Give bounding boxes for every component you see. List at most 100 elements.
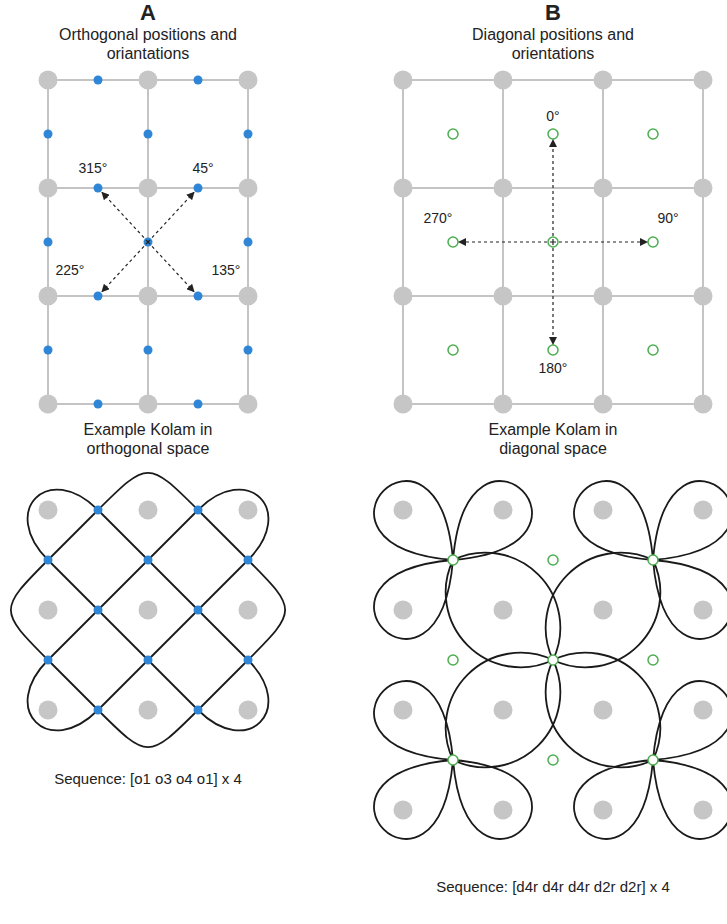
orthogonal-position — [194, 184, 203, 193]
pulli-dot — [594, 601, 613, 620]
diagonal-position — [648, 555, 658, 565]
diagonal-position — [548, 129, 558, 139]
pulli-dot — [694, 501, 713, 520]
grid-line — [403, 403, 703, 405]
pulli-dot — [394, 501, 413, 520]
pulli-dot — [239, 501, 258, 520]
orthogonal-position — [244, 130, 253, 139]
diagonal-position — [448, 555, 458, 565]
orthogonal-position — [94, 76, 103, 85]
pulli-dot — [239, 71, 258, 90]
panel-title: Diagonal positions and orientations — [468, 25, 638, 63]
example-caption: Example Kolam in orthogonal space — [63, 420, 233, 458]
pulli-dot — [594, 395, 613, 414]
pulli-dot — [139, 71, 158, 90]
orthogonal-position — [144, 346, 153, 355]
orientation-arrow — [552, 140, 553, 242]
pulli-dot — [594, 801, 613, 820]
pulli-dot — [494, 501, 513, 520]
pulli-dot — [239, 701, 258, 720]
pulli-dot — [39, 501, 58, 520]
kolam-line — [374, 481, 727, 839]
pulli-dot — [139, 601, 158, 620]
orientation-arrow — [148, 242, 194, 292]
sequence-label: Sequence: [d4r d4r d4r d2r d2r] x 4 — [436, 878, 669, 896]
angle-label: 315° — [79, 160, 108, 177]
orthogonal-position — [94, 400, 103, 409]
pulli-dot — [239, 601, 258, 620]
diagonal-position — [448, 345, 458, 355]
orientation-arrow — [459, 241, 553, 242]
orthogonal-position — [94, 184, 103, 193]
grid-line — [403, 79, 703, 81]
pulli-dot — [694, 701, 713, 720]
diagonal-position — [548, 555, 558, 565]
pulli-dot — [694, 71, 713, 90]
pulli-dot — [694, 601, 713, 620]
pulli-dot — [394, 601, 413, 620]
diagonal-position — [448, 655, 458, 665]
diagonal-position — [648, 345, 658, 355]
pulli-dot — [494, 701, 513, 720]
panel-title: Orthogonal positions and oriantations — [58, 25, 238, 63]
orthogonal-position — [94, 706, 103, 715]
orthogonal-position — [144, 656, 153, 665]
pulli-dot — [39, 179, 58, 198]
orthogonal-position — [44, 346, 53, 355]
pulli-dot — [394, 701, 413, 720]
orthogonal-position — [94, 606, 103, 615]
orthogonal-position — [244, 556, 253, 565]
pulli-dot — [139, 701, 158, 720]
pulli-dot — [594, 501, 613, 520]
orthogonal-position — [44, 130, 53, 139]
orthogonal-position — [244, 238, 253, 247]
pulli-dot — [39, 395, 58, 414]
pulli-dot — [39, 287, 58, 306]
pulli-dot — [39, 701, 58, 720]
orthogonal-position — [44, 556, 53, 565]
pulli-dot — [594, 701, 613, 720]
orthogonal-position — [194, 706, 203, 715]
orthogonal-position — [244, 656, 253, 665]
diagonal-position — [648, 755, 658, 765]
pulli-dot — [39, 601, 58, 620]
orthogonal-position — [194, 606, 203, 615]
pulli-dot — [494, 801, 513, 820]
orientation-arrow — [102, 242, 148, 292]
kolam-line — [11, 473, 285, 747]
angle-label: 180° — [539, 360, 568, 377]
pulli-dot — [139, 501, 158, 520]
orthogonal-position — [194, 400, 203, 409]
orientation-arrow — [102, 192, 148, 242]
orthogonal-position — [194, 292, 203, 301]
grid-line — [402, 80, 404, 404]
pulli-dot — [394, 395, 413, 414]
angle-label: 225° — [56, 262, 85, 279]
diagonal-position — [448, 237, 458, 247]
diagonal-position — [648, 129, 658, 139]
orthogonal-position — [194, 506, 203, 515]
orientation-arrow — [148, 192, 194, 242]
diagonal-position — [448, 755, 458, 765]
orientation-arrow — [552, 242, 553, 344]
pulli-dot — [694, 179, 713, 198]
pulli-dot — [694, 801, 713, 820]
orientation-arrow — [553, 241, 647, 242]
pulli-dot — [594, 71, 613, 90]
diagonal-position — [548, 345, 558, 355]
orthogonal-position — [94, 292, 103, 301]
angle-label: 0° — [546, 108, 559, 125]
grid-line — [702, 80, 704, 404]
panel-letter: A — [140, 0, 156, 26]
example-caption: Example Kolam in diagonal space — [468, 420, 638, 458]
angle-label: 270° — [424, 210, 453, 227]
pulli-dot — [494, 395, 513, 414]
pulli-dot — [394, 287, 413, 306]
diagonal-position — [548, 655, 558, 665]
orthogonal-position — [194, 76, 203, 85]
orthogonal-position — [44, 238, 53, 247]
orthogonal-position — [44, 656, 53, 665]
angle-label: 45° — [192, 160, 213, 177]
panel-letter: B — [545, 0, 561, 26]
orthogonal-position — [94, 506, 103, 515]
